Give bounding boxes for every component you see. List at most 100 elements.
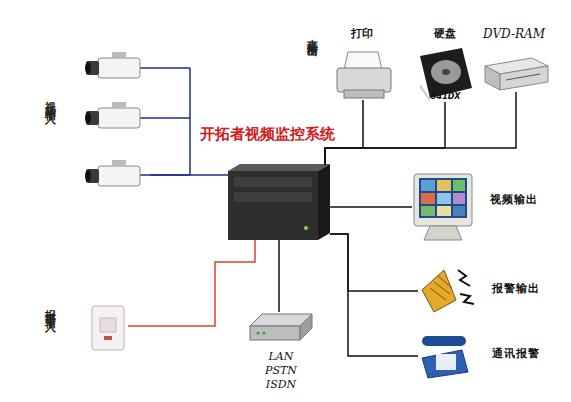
camera-icon [86, 169, 99, 183]
router-icon [250, 326, 300, 340]
device-label: DVD-RAM [483, 28, 545, 42]
router-icon [250, 314, 312, 340]
network-label: LAN PSTN ISDN [259, 350, 303, 392]
router: LAN PSTN ISDN [248, 312, 314, 342]
camera-icon [85, 170, 91, 182]
siren-icon [460, 294, 474, 304]
alarm-sensor [92, 306, 124, 350]
camera-icon [98, 166, 140, 186]
phone-icon [422, 336, 468, 378]
alarm-sensor [92, 306, 124, 350]
alarm-sensor [104, 336, 112, 340]
dvd-drive-icon [485, 58, 548, 90]
input-label: 视频输入 [43, 92, 56, 108]
monitor-icon [453, 193, 465, 204]
connector-wire [278, 240, 280, 312]
monitor-icon [414, 174, 472, 240]
printer-icon [337, 52, 391, 98]
camera-icon [112, 52, 126, 58]
group-label: 支持输出 [304, 30, 319, 38]
hard-disk-icon [420, 48, 472, 98]
router-icon [300, 314, 312, 340]
input-label: 报警输入 [43, 300, 56, 316]
hard-disk-icon [431, 60, 461, 84]
monitor-icon [421, 206, 435, 216]
monitor-icon [437, 193, 451, 204]
dvr-unit [318, 164, 330, 240]
camera-icon [85, 160, 140, 186]
printer-icon [344, 90, 384, 98]
output-label: 通讯报警 [492, 348, 540, 361]
connector-wire [330, 234, 418, 356]
printer: 打印 [335, 50, 391, 100]
dvd-drive: DVD-RAM [483, 58, 549, 92]
printer-icon [344, 52, 382, 70]
camera-group: 视频输入 [40, 50, 150, 195]
camera-icon [86, 111, 99, 125]
camera-icon [85, 52, 140, 78]
camera-icon [112, 160, 126, 166]
monitor-icon [453, 206, 465, 216]
connector-wire [330, 234, 418, 291]
dvr-unit [228, 164, 330, 240]
hard-disk-icon [442, 69, 450, 75]
alarm-sensor [100, 318, 116, 332]
monitor-icon [421, 180, 435, 191]
monitor: 视频输出 [412, 172, 474, 242]
dvr-unit [234, 192, 312, 202]
phone-icon [422, 350, 468, 378]
monitor-icon [414, 174, 472, 226]
siren-icon [422, 270, 456, 312]
device-label: 打印 [351, 28, 373, 41]
printer-icon [337, 68, 391, 92]
camera-icon [85, 62, 91, 74]
monitor-icon [419, 178, 467, 218]
connector-wire [150, 174, 228, 176]
monitor-icon [437, 180, 451, 191]
connector-wire [128, 240, 255, 326]
connector-wire [325, 92, 516, 165]
phone-icon [422, 336, 466, 346]
monitor-icon [424, 226, 462, 240]
connector-wire [330, 206, 412, 208]
camera-wire [140, 68, 190, 175]
dvr-unit [234, 177, 312, 187]
telephone: 通讯报警 [418, 333, 470, 379]
output-label: 报警输出 [492, 283, 540, 296]
system-title: 开拓者视频监控系统 [200, 126, 335, 143]
camera-wire [140, 174, 190, 176]
dvr-unit [304, 226, 308, 230]
camera-wire [189, 68, 191, 175]
model-number: 541DX [431, 92, 461, 101]
camera-icon [98, 58, 140, 78]
dvd-drive-icon [485, 66, 500, 90]
monitor-icon [453, 180, 465, 191]
camera-icon [85, 112, 91, 124]
camera-icon [85, 102, 140, 128]
camera-wire [140, 117, 190, 119]
alarm-input: 报警输入 [40, 298, 128, 356]
dvr-unit [228, 171, 318, 240]
camera-wire [140, 67, 190, 69]
dvd-drive-icon [506, 74, 540, 80]
hard-disk-icon [420, 48, 472, 102]
siren-icon [458, 270, 470, 286]
device-label: 硬盘 [434, 28, 456, 41]
camera-icon [112, 102, 126, 108]
dvr-box: 开拓者视频监控系统 [228, 165, 330, 240]
hard-disk: 硬盘541DX [418, 48, 472, 102]
router-icon [257, 332, 260, 335]
phone-icon [436, 354, 456, 370]
siren-icon [438, 276, 452, 288]
hard-disk-icon [420, 84, 430, 102]
monitor-icon [437, 206, 451, 216]
dvr-unit [228, 164, 330, 171]
camera-icon [98, 108, 140, 128]
siren-icon [422, 270, 474, 312]
output-label: 视频输出 [490, 194, 538, 207]
camera-icon [86, 61, 99, 75]
monitor-icon [421, 193, 435, 204]
